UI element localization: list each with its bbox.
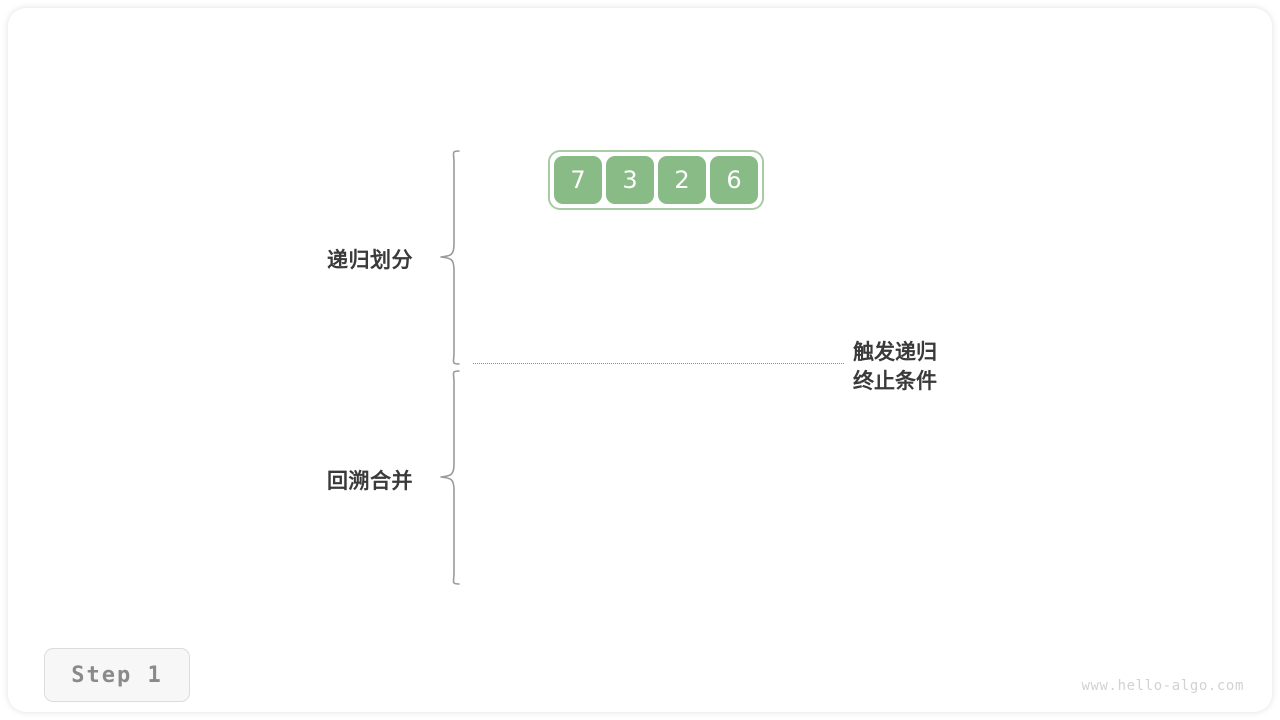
array-cell: 6 (710, 156, 758, 204)
phase-label-merge: 回溯合并 (327, 470, 413, 493)
phase-label-divide: 递归划分 (327, 249, 413, 272)
array-cell: 3 (606, 156, 654, 204)
brace-divide-icon (440, 150, 460, 365)
array-cell: 7 (554, 156, 602, 204)
recursion-base-annotation: 触发递归 终止条件 (853, 338, 937, 396)
annotation-line-2: 终止条件 (853, 370, 937, 393)
annotation-line-1: 触发递归 (853, 341, 937, 364)
recursion-base-divider (473, 363, 844, 364)
diagram-canvas: 递归划分 7 3 2 6 触发递归 终止条件 回溯合并 Step 1 www.h… (8, 8, 1272, 712)
step-badge: Step 1 (44, 648, 190, 702)
array-container: 7 3 2 6 (548, 150, 764, 210)
watermark: www.hello-algo.com (1081, 678, 1244, 694)
array-cell: 2 (658, 156, 706, 204)
brace-merge-icon (440, 370, 460, 585)
